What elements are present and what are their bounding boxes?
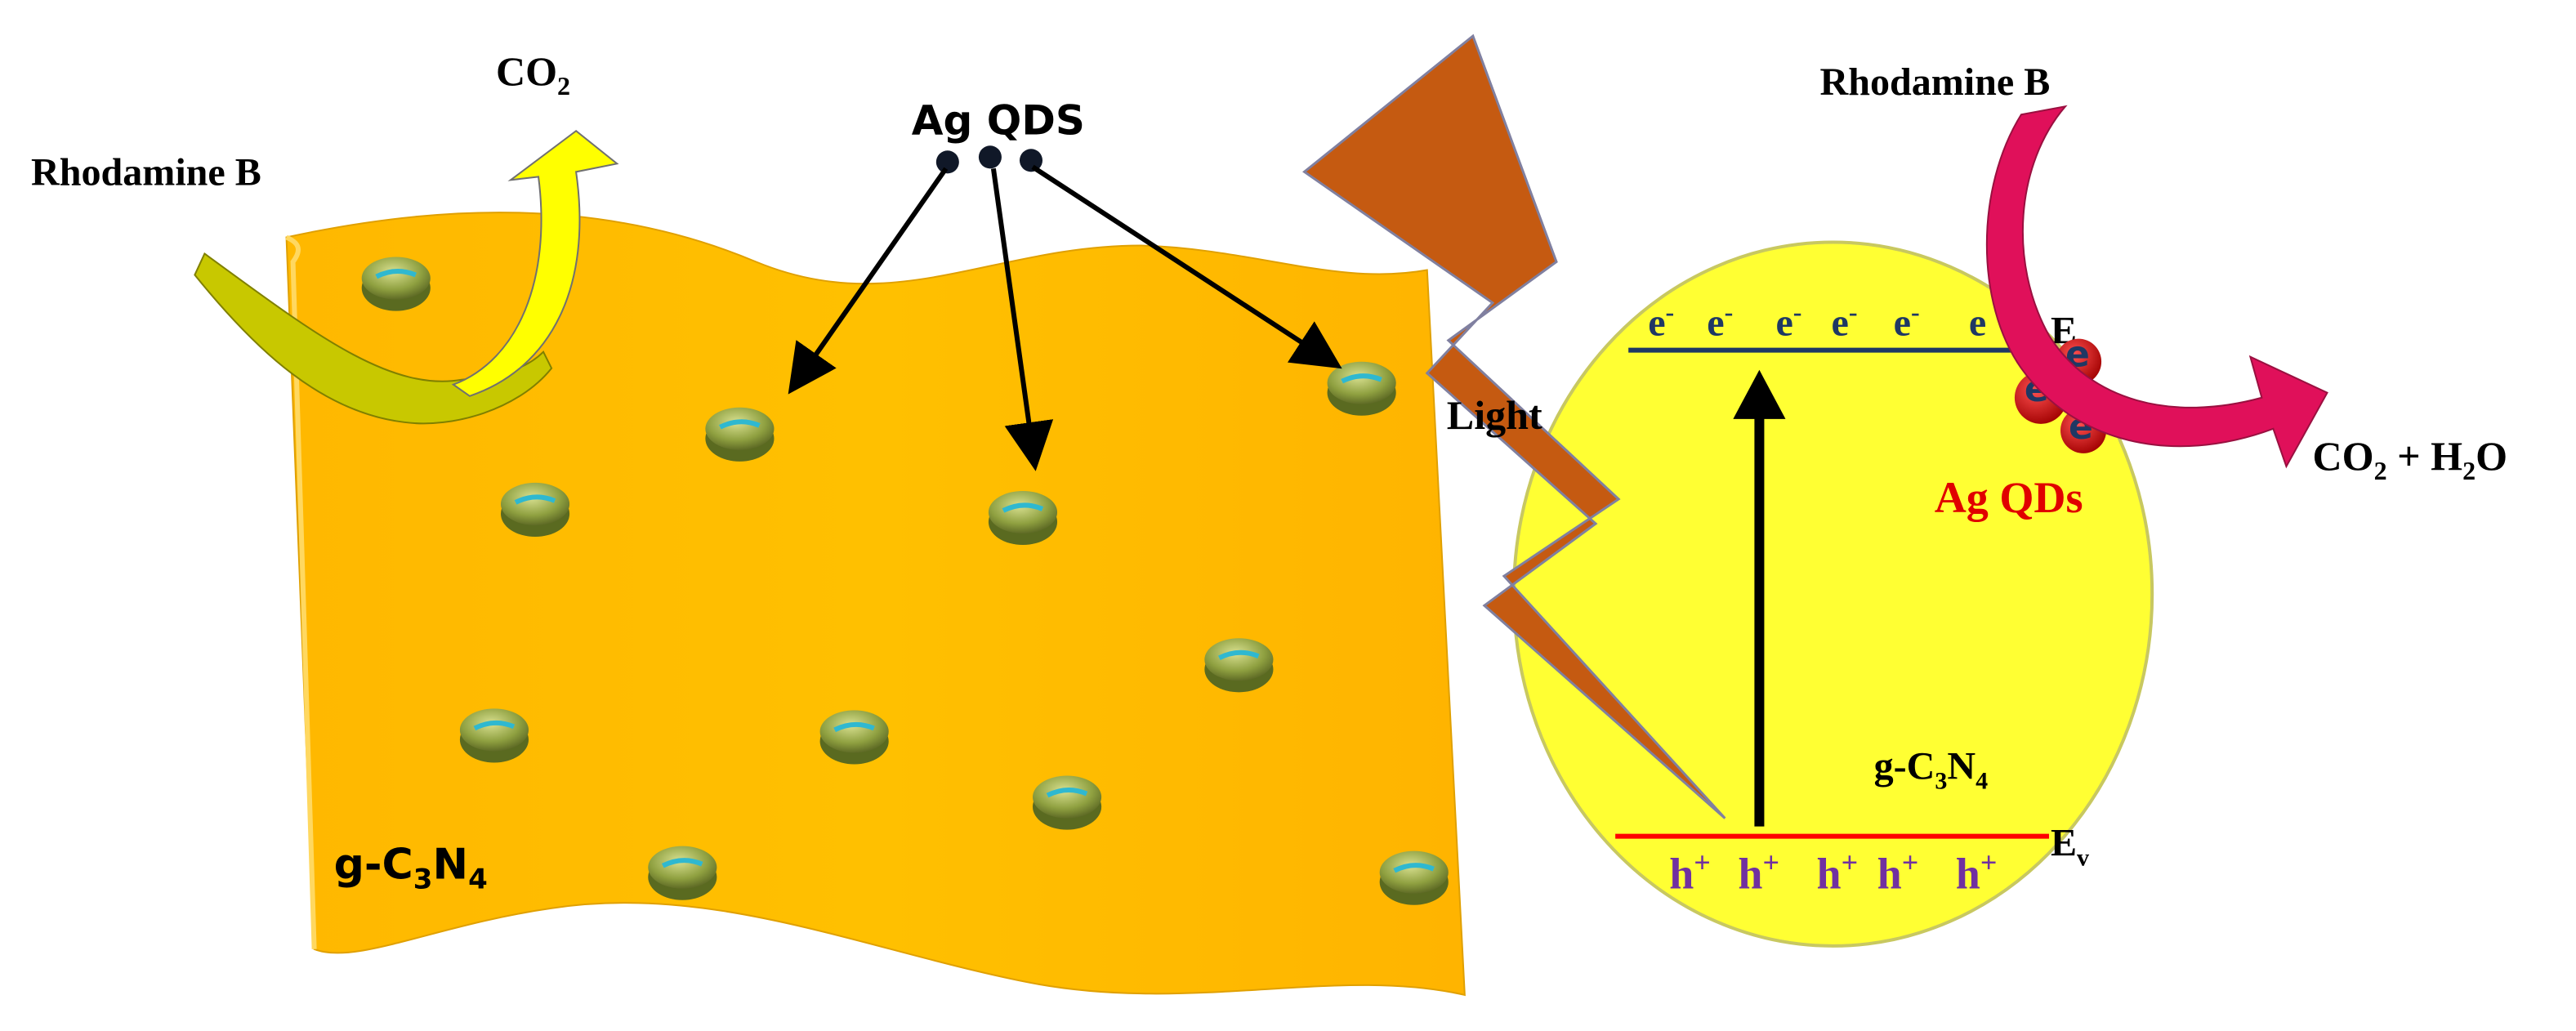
- hole: h+: [1877, 846, 1919, 899]
- hole: h+: [1669, 846, 1711, 899]
- ag-qds-label-right: Ag QDs: [1935, 473, 2083, 522]
- pointer-dot-2: [978, 145, 1002, 169]
- valence-band-label: Ev: [2051, 822, 2090, 872]
- ag-quantum-dot: [705, 407, 775, 462]
- electron: e: [1969, 301, 1986, 345]
- pointer-arrow-1: [788, 167, 949, 395]
- co2-product-arrow: [451, 129, 619, 397]
- hole: h+: [1817, 846, 1859, 899]
- ag-quantum-dots: [361, 257, 1449, 905]
- degradation-arrow: [1985, 105, 2328, 469]
- light-label: Light: [1447, 392, 1542, 438]
- ag-quantum-dot: [1204, 638, 1274, 693]
- excitation-arrow-head: [1733, 369, 1786, 419]
- hole-row: h+ h+ h+ h+ h+: [1669, 846, 1997, 899]
- electron: e-: [1707, 297, 1733, 345]
- ag-quantum-dot: [988, 490, 1058, 546]
- particle-label: g-C3N4: [1874, 745, 1989, 795]
- ag-quantum-dot: [648, 846, 717, 900]
- rhodamine-b-label-left: Rhodamine B: [31, 150, 261, 194]
- co2-h2o-label: CO2 + H2O: [2312, 433, 2507, 485]
- co2-label-left: CO2: [496, 48, 570, 100]
- pointer-arrow-3: [1031, 164, 1342, 369]
- hole: h+: [1956, 846, 1998, 899]
- ag-quantum-dot: [1327, 361, 1396, 416]
- sheet-fold-edge: [285, 234, 317, 949]
- electron: e-: [1832, 297, 1858, 345]
- light-bolt: [1302, 33, 1726, 819]
- pointer-arrow-2: [990, 167, 1054, 471]
- ag-quantum-dot: [1379, 850, 1449, 905]
- ag-quantum-dot: [1033, 775, 1102, 830]
- ag-quantum-dot: [500, 482, 570, 538]
- rhodamine-b-label-right: Rhodamine B: [1820, 60, 2051, 104]
- hole: h+: [1738, 846, 1779, 899]
- electron-row: e- e- e- e- e- e: [1648, 297, 1986, 345]
- electron: e-: [1894, 297, 1920, 345]
- ag-quantum-dot: [361, 257, 431, 311]
- ag-quantum-dot: [459, 708, 529, 763]
- ag-quantum-dot: [819, 710, 889, 765]
- g-c3n4-sheet: [285, 212, 1466, 997]
- pointer-dot-3: [1019, 149, 1043, 172]
- electron: e-: [1648, 297, 1674, 345]
- electron: e-: [1775, 297, 1801, 345]
- sheet-label: g-C3N4: [334, 841, 488, 896]
- ag-qds-label: Ag QDS: [912, 96, 1085, 144]
- pointer-dot-1: [935, 150, 959, 174]
